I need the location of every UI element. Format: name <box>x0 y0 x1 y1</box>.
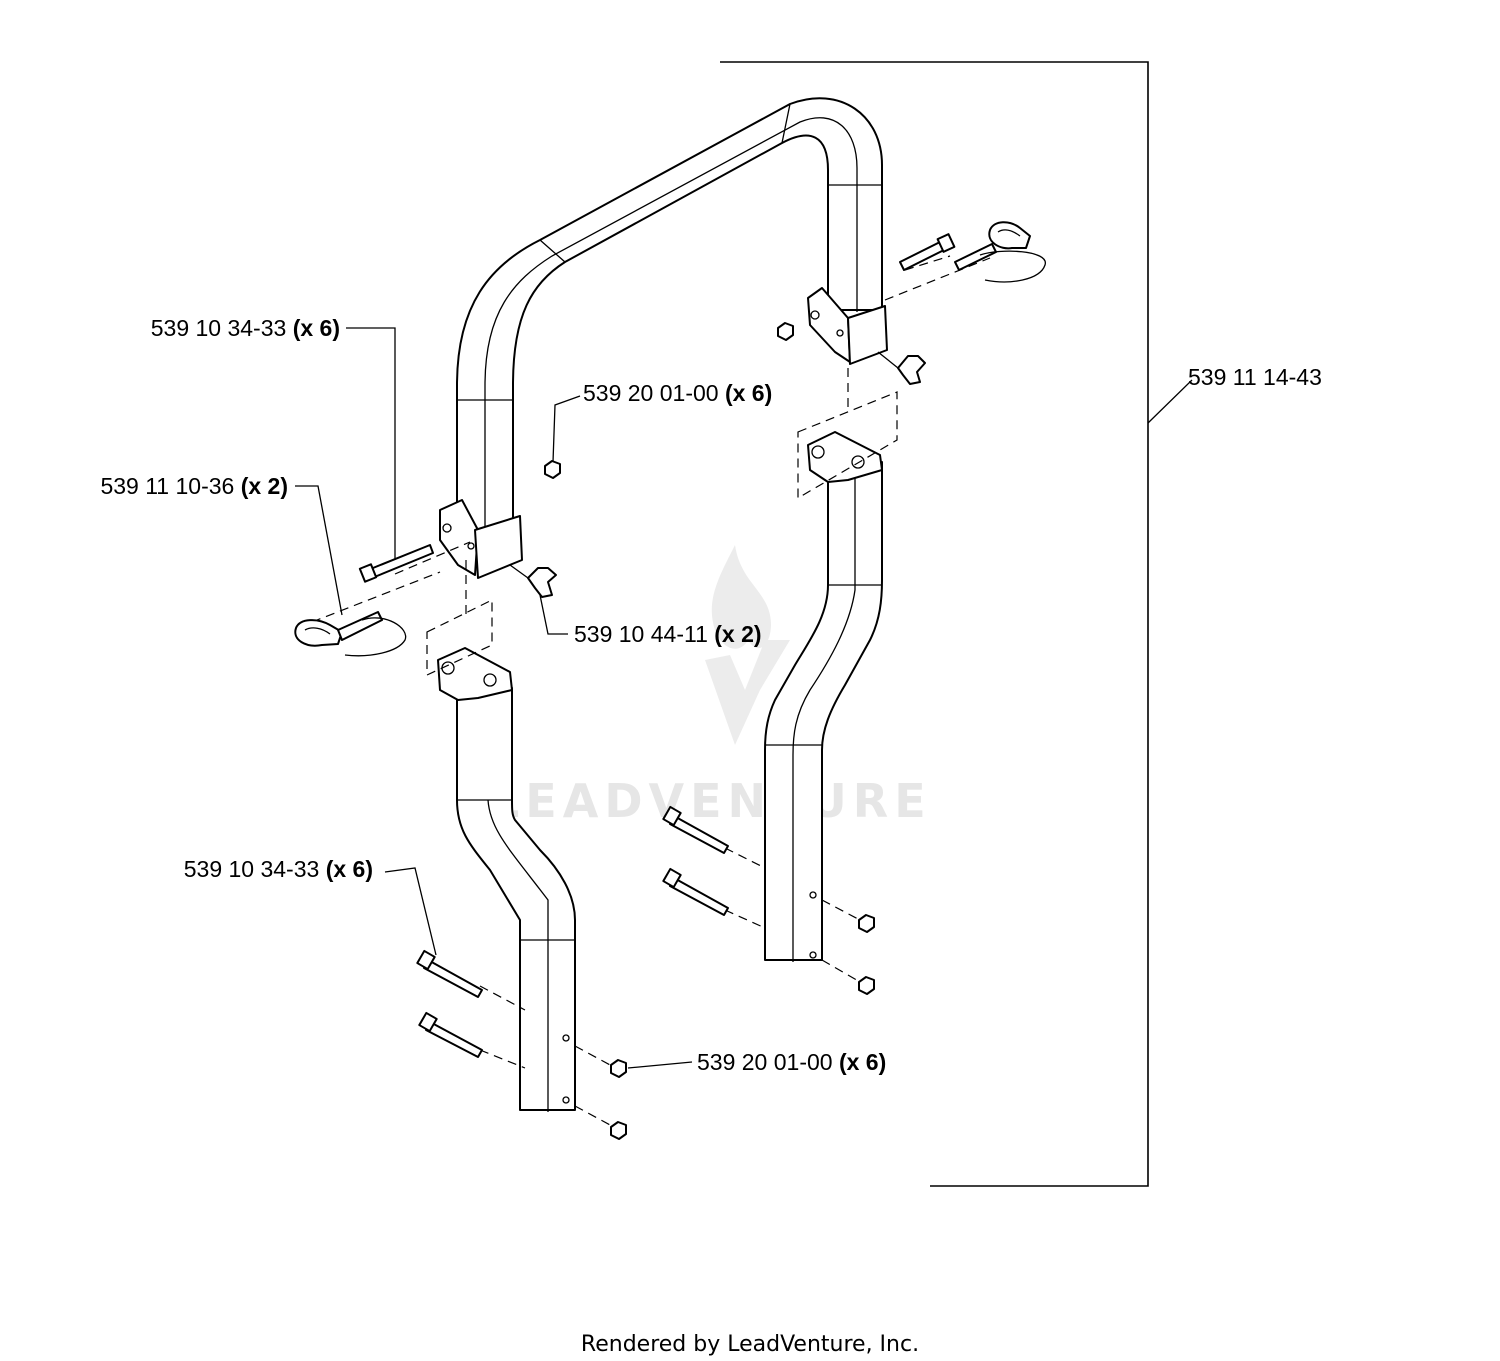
callout-nut-upper: 539 20 01-00 (x 6) <box>583 380 772 406</box>
nut <box>610 1121 627 1140</box>
watermark: LEADVENTURE <box>490 545 932 828</box>
footer-credit: Rendered by LeadVenture, Inc. <box>581 1332 919 1357</box>
bracket-top-left <box>439 499 479 576</box>
hoop-tube <box>456 97 883 549</box>
nut <box>544 460 561 479</box>
leader-bolt-lower <box>384 867 437 956</box>
hitch-pin-right <box>988 221 1031 250</box>
leader-bolt-upper <box>346 327 396 560</box>
nuts <box>544 322 875 1140</box>
watermark-text: LEADVENTURE <box>490 774 932 828</box>
right-lower-leg <box>764 431 883 962</box>
nut <box>858 976 875 995</box>
nut <box>777 322 794 341</box>
callout-pin: 539 11 10-36 (x 2) <box>100 473 288 499</box>
callout-bolt-lower: 539 10 34-33 (x 6) <box>184 856 373 882</box>
leader-lines <box>295 327 693 1069</box>
right-leg-yoke <box>807 431 883 483</box>
right-leg-tube <box>764 461 883 961</box>
leader-knob <box>539 594 568 635</box>
roll-bar-hoop <box>439 97 888 579</box>
bolt <box>423 959 483 998</box>
callout-assembly: 539 11 14-43 <box>1188 364 1322 390</box>
nut <box>858 914 875 933</box>
bolts <box>358 233 956 1058</box>
bolt <box>425 1021 483 1058</box>
knobs <box>509 351 926 598</box>
assembly-leader <box>1147 379 1193 424</box>
callout-labels: 539 10 34-33 (x 6) 539 20 01-00 (x 6) 53… <box>100 315 1321 1075</box>
nut <box>610 1059 627 1078</box>
knob <box>897 355 926 385</box>
watermark-logo <box>705 545 790 745</box>
assembly-bracket <box>720 61 1193 1187</box>
callout-nut-lower: 539 20 01-00 (x 6) <box>697 1049 886 1075</box>
hitch-pins <box>294 221 1046 657</box>
knob <box>527 567 557 598</box>
leader-nut-upper <box>552 395 581 463</box>
alignment-guides <box>311 255 991 1127</box>
bolt <box>669 877 729 916</box>
leader-nut-lower <box>627 1061 693 1069</box>
leader-pin <box>295 485 343 616</box>
callout-knob: 539 10 44-11 (x 2) <box>574 621 762 647</box>
hitch-pin-left <box>294 619 343 647</box>
left-leg-tube <box>456 687 576 1111</box>
callout-bolt-upper: 539 10 34-33 (x 6) <box>151 315 340 341</box>
